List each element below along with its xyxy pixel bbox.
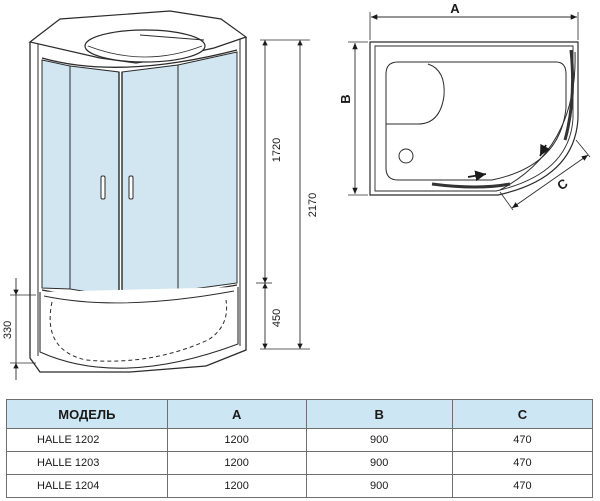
header-b: B bbox=[305, 399, 453, 429]
plan-drain bbox=[398, 148, 414, 164]
dim-330-label: 330 bbox=[2, 321, 14, 339]
front-view-cabin bbox=[28, 10, 248, 373]
cell-c: 470 bbox=[451, 474, 594, 498]
cell-b: 900 bbox=[305, 428, 453, 452]
plan-door-bar-bottom bbox=[431, 182, 511, 189]
table-row: HALLE 1204 1200 900 470 bbox=[6, 474, 594, 498]
table-header-row: МОДЕЛЬ A B C bbox=[6, 399, 594, 429]
cell-b: 900 bbox=[305, 474, 453, 498]
slide-arrow-right bbox=[539, 143, 550, 157]
technical-drawing: 1720 2170 450 330 A B C bbox=[2, 1, 591, 380]
glass-panel-left bbox=[41, 59, 71, 290]
dim-1720-label: 1720 bbox=[271, 138, 283, 162]
slide-arrow-bottom bbox=[467, 170, 487, 182]
cell-a: 1200 bbox=[166, 474, 307, 498]
plan-door-bar-right bbox=[563, 49, 575, 141]
dim-2170-label: 2170 bbox=[307, 193, 319, 217]
header-model: МОДЕЛЬ bbox=[6, 399, 168, 429]
header-c: C bbox=[451, 399, 594, 429]
glass-panel-door-left bbox=[69, 65, 120, 298]
dim-450-label: 450 bbox=[271, 309, 283, 327]
plan-view bbox=[369, 41, 579, 196]
dim-B-label: B bbox=[338, 94, 353, 103]
cell-model: HALLE 1203 bbox=[6, 451, 168, 475]
table-row: HALLE 1202 1200 900 470 bbox=[6, 428, 594, 452]
header-a: A bbox=[166, 399, 307, 429]
front-view-dimensions: 1720 2170 450 330 bbox=[2, 39, 319, 380]
cell-a: 1200 bbox=[166, 428, 307, 452]
table-row: HALLE 1203 1200 900 470 bbox=[6, 451, 594, 475]
cell-a: 1200 bbox=[166, 451, 307, 475]
cell-c: 470 bbox=[451, 428, 594, 452]
plan-tray-basin bbox=[385, 61, 567, 181]
tray-basin-dashed bbox=[49, 299, 228, 362]
door-handle-left bbox=[100, 175, 106, 200]
plan-view-dimensions: A B C bbox=[338, 1, 591, 211]
dim-A-label: A bbox=[450, 1, 460, 16]
glass-panel-right bbox=[177, 51, 238, 292]
cell-model: HALLE 1202 bbox=[6, 428, 168, 452]
cell-b: 900 bbox=[305, 451, 453, 475]
cell-model: HALLE 1204 bbox=[6, 474, 168, 498]
cabin-outline bbox=[29, 37, 247, 373]
dim-C-label: C bbox=[554, 175, 571, 193]
plan-seat bbox=[386, 63, 445, 125]
cell-c: 470 bbox=[451, 451, 594, 475]
door-handle-right bbox=[128, 175, 134, 200]
shower-tray bbox=[39, 287, 239, 369]
model-spec-table: МОДЕЛЬ A B C HALLE 1202 1200 900 470 HAL… bbox=[6, 399, 594, 498]
